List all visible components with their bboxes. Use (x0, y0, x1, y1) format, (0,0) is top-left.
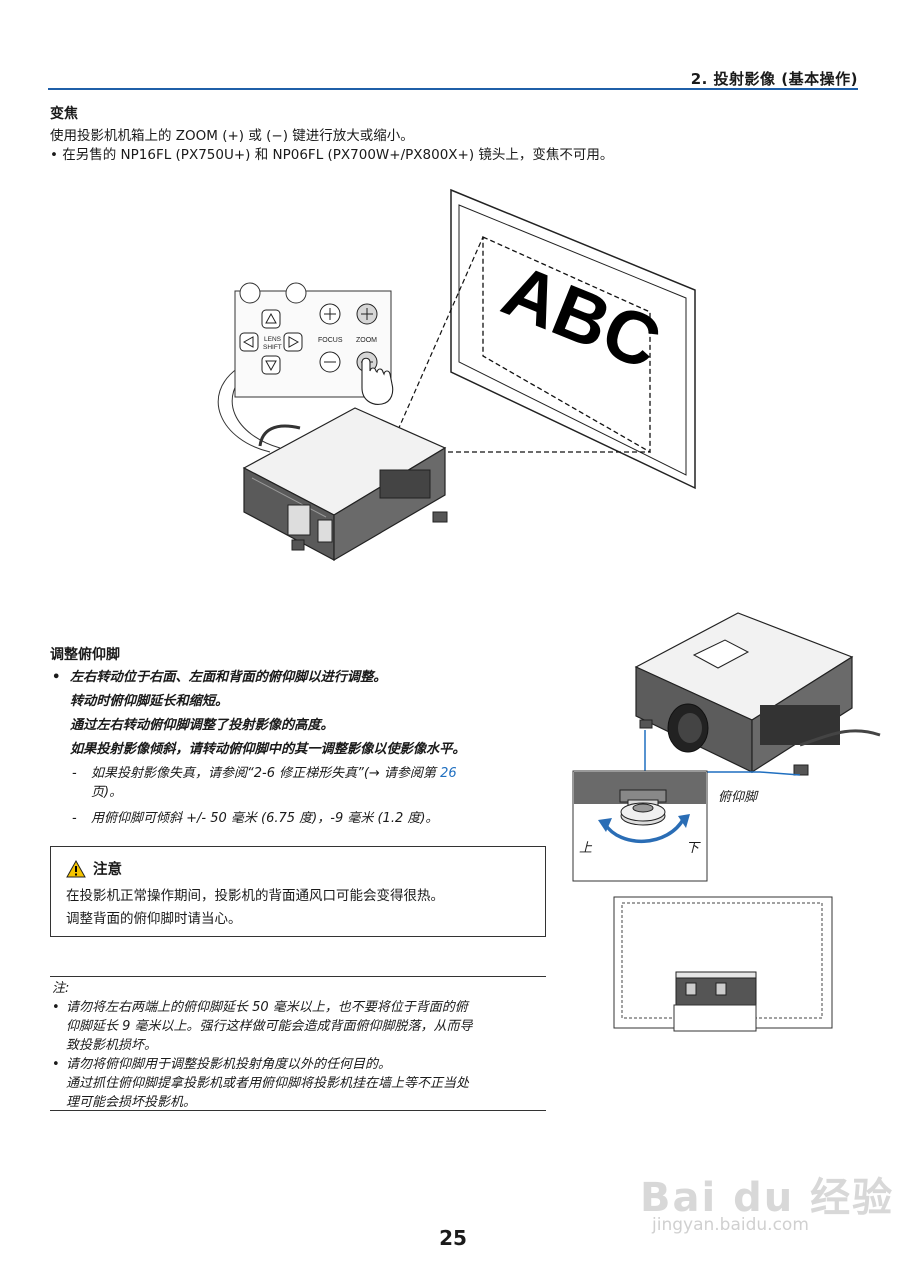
tilt-step-4: 如果投射影像倾斜，请转动俯仰脚中的其一调整影像以使影像水平。 (70, 742, 466, 757)
tilt-dash-2: - (72, 811, 77, 826)
note-1-line-3: 致投影机损坏。 (66, 1038, 158, 1053)
projector-illustration (242, 407, 448, 562)
note-bullet-1: • (52, 1000, 60, 1015)
note-2-line-1: 请勿将俯仰脚用于调整投影机投射角度以外的任何目的。 (66, 1057, 392, 1072)
rotate-arrow-icon (603, 817, 686, 844)
notes-title: 注: (52, 981, 70, 996)
tilt-sub-1-text: 如果投射影像失真，请参阅“2-6 修正梯形失真”(→ 请参阅第 (91, 766, 441, 781)
tilt-step-1: 左右转动位于右面、左面和背面的俯仰脚以进行调整。 (70, 670, 387, 685)
tilt-heading: 调整俯仰脚 (50, 647, 120, 663)
projector-front-illustration (634, 612, 881, 776)
projection-screen: ABC (450, 188, 696, 490)
note-bullet-2: • (52, 1057, 60, 1072)
lens-right-button (283, 332, 303, 352)
zoom-heading: 变焦 (50, 106, 78, 122)
lens-left-button (239, 332, 259, 352)
foot-label: 俯仰脚 (718, 790, 758, 805)
focus-label: FOCUS (318, 337, 343, 344)
caution-line-1: 在投影机正常操作期间，投影机的背面通风口可能会变得很热。 (66, 888, 444, 904)
lens-label: LENS (264, 336, 282, 343)
page-26-link[interactable]: 26 (440, 766, 457, 781)
baidu-watermark-logo: Bai du 经验 (640, 1175, 895, 1221)
tilt-sub-1-end: 页)。 (91, 785, 123, 800)
note-2-line-3: 理可能会损坏投影机。 (66, 1095, 197, 1110)
note-2-line-2: 通过抓住俯仰脚提拿投影机或者用俯仰脚将投影机挂在墙上等不正当处 (66, 1076, 470, 1091)
header-rule (48, 88, 858, 90)
tilt-bullet: • (52, 670, 61, 685)
wall-screen-box (613, 896, 833, 1029)
note-1-line-1: 请勿将左右两端上的俯仰脚延长 50 毫米以上，也不要将位于背面的俯 (66, 1000, 468, 1015)
down-label: 下 (686, 841, 700, 856)
zoom-illustration: ABC LENS SHIFT FOCUS ZOOM (217, 188, 696, 562)
warning-icon (66, 859, 86, 878)
control-panel: LENS SHIFT FOCUS ZOOM (234, 282, 394, 405)
caution-line-2: 调整背面的俯仰脚时请当心。 (66, 911, 242, 927)
zoom-text-2: • 在另售的 NP16FL (PX750U+) 和 NP06FL (PX700W… (50, 147, 614, 163)
page-number: 25 (439, 1226, 467, 1250)
tilt-step-2: 转动时俯仰脚延长和缩短。 (70, 694, 229, 709)
notes-top-rule (50, 976, 546, 977)
chapter-title: 2. 投射影像 (基本操作) (690, 70, 858, 88)
tilt-sub-2: 用俯仰脚可倾斜 +/- 50 毫米 (6.75 度)，-9 毫米 (1.2 度)… (91, 811, 439, 826)
lens-down-button (261, 355, 281, 375)
finger-icon (361, 357, 394, 405)
note-1-line-2: 仰脚延长 9 毫米以上。强行这样做可能会造成背面俯仰脚脱落，从而导 (66, 1019, 473, 1034)
tilt-sub-1: 如果投射影像失真，请参阅“2-6 修正梯形失真”(→ 请参阅第 26 (91, 764, 561, 783)
shift-label: SHIFT (263, 344, 282, 351)
zoom-label: ZOOM (356, 337, 377, 344)
up-label: 上 (579, 841, 593, 856)
lens-up-button (261, 309, 281, 329)
caution-box (50, 846, 546, 937)
zoom-text-1: 使用投影机机箱上的 ZOOM (+) 或 (−) 键进行放大或缩小。 (50, 128, 414, 144)
baidu-watermark-url: jingyan.baidu.com (652, 1215, 809, 1235)
notes-bottom-rule (50, 1110, 546, 1111)
tilt-dash-1: - (72, 766, 77, 781)
foot-detail-box (572, 770, 708, 882)
caution-title: 注意 (93, 862, 122, 878)
tilt-step-3: 通过左右转动俯仰脚调整了投射影像的高度。 (70, 718, 334, 733)
